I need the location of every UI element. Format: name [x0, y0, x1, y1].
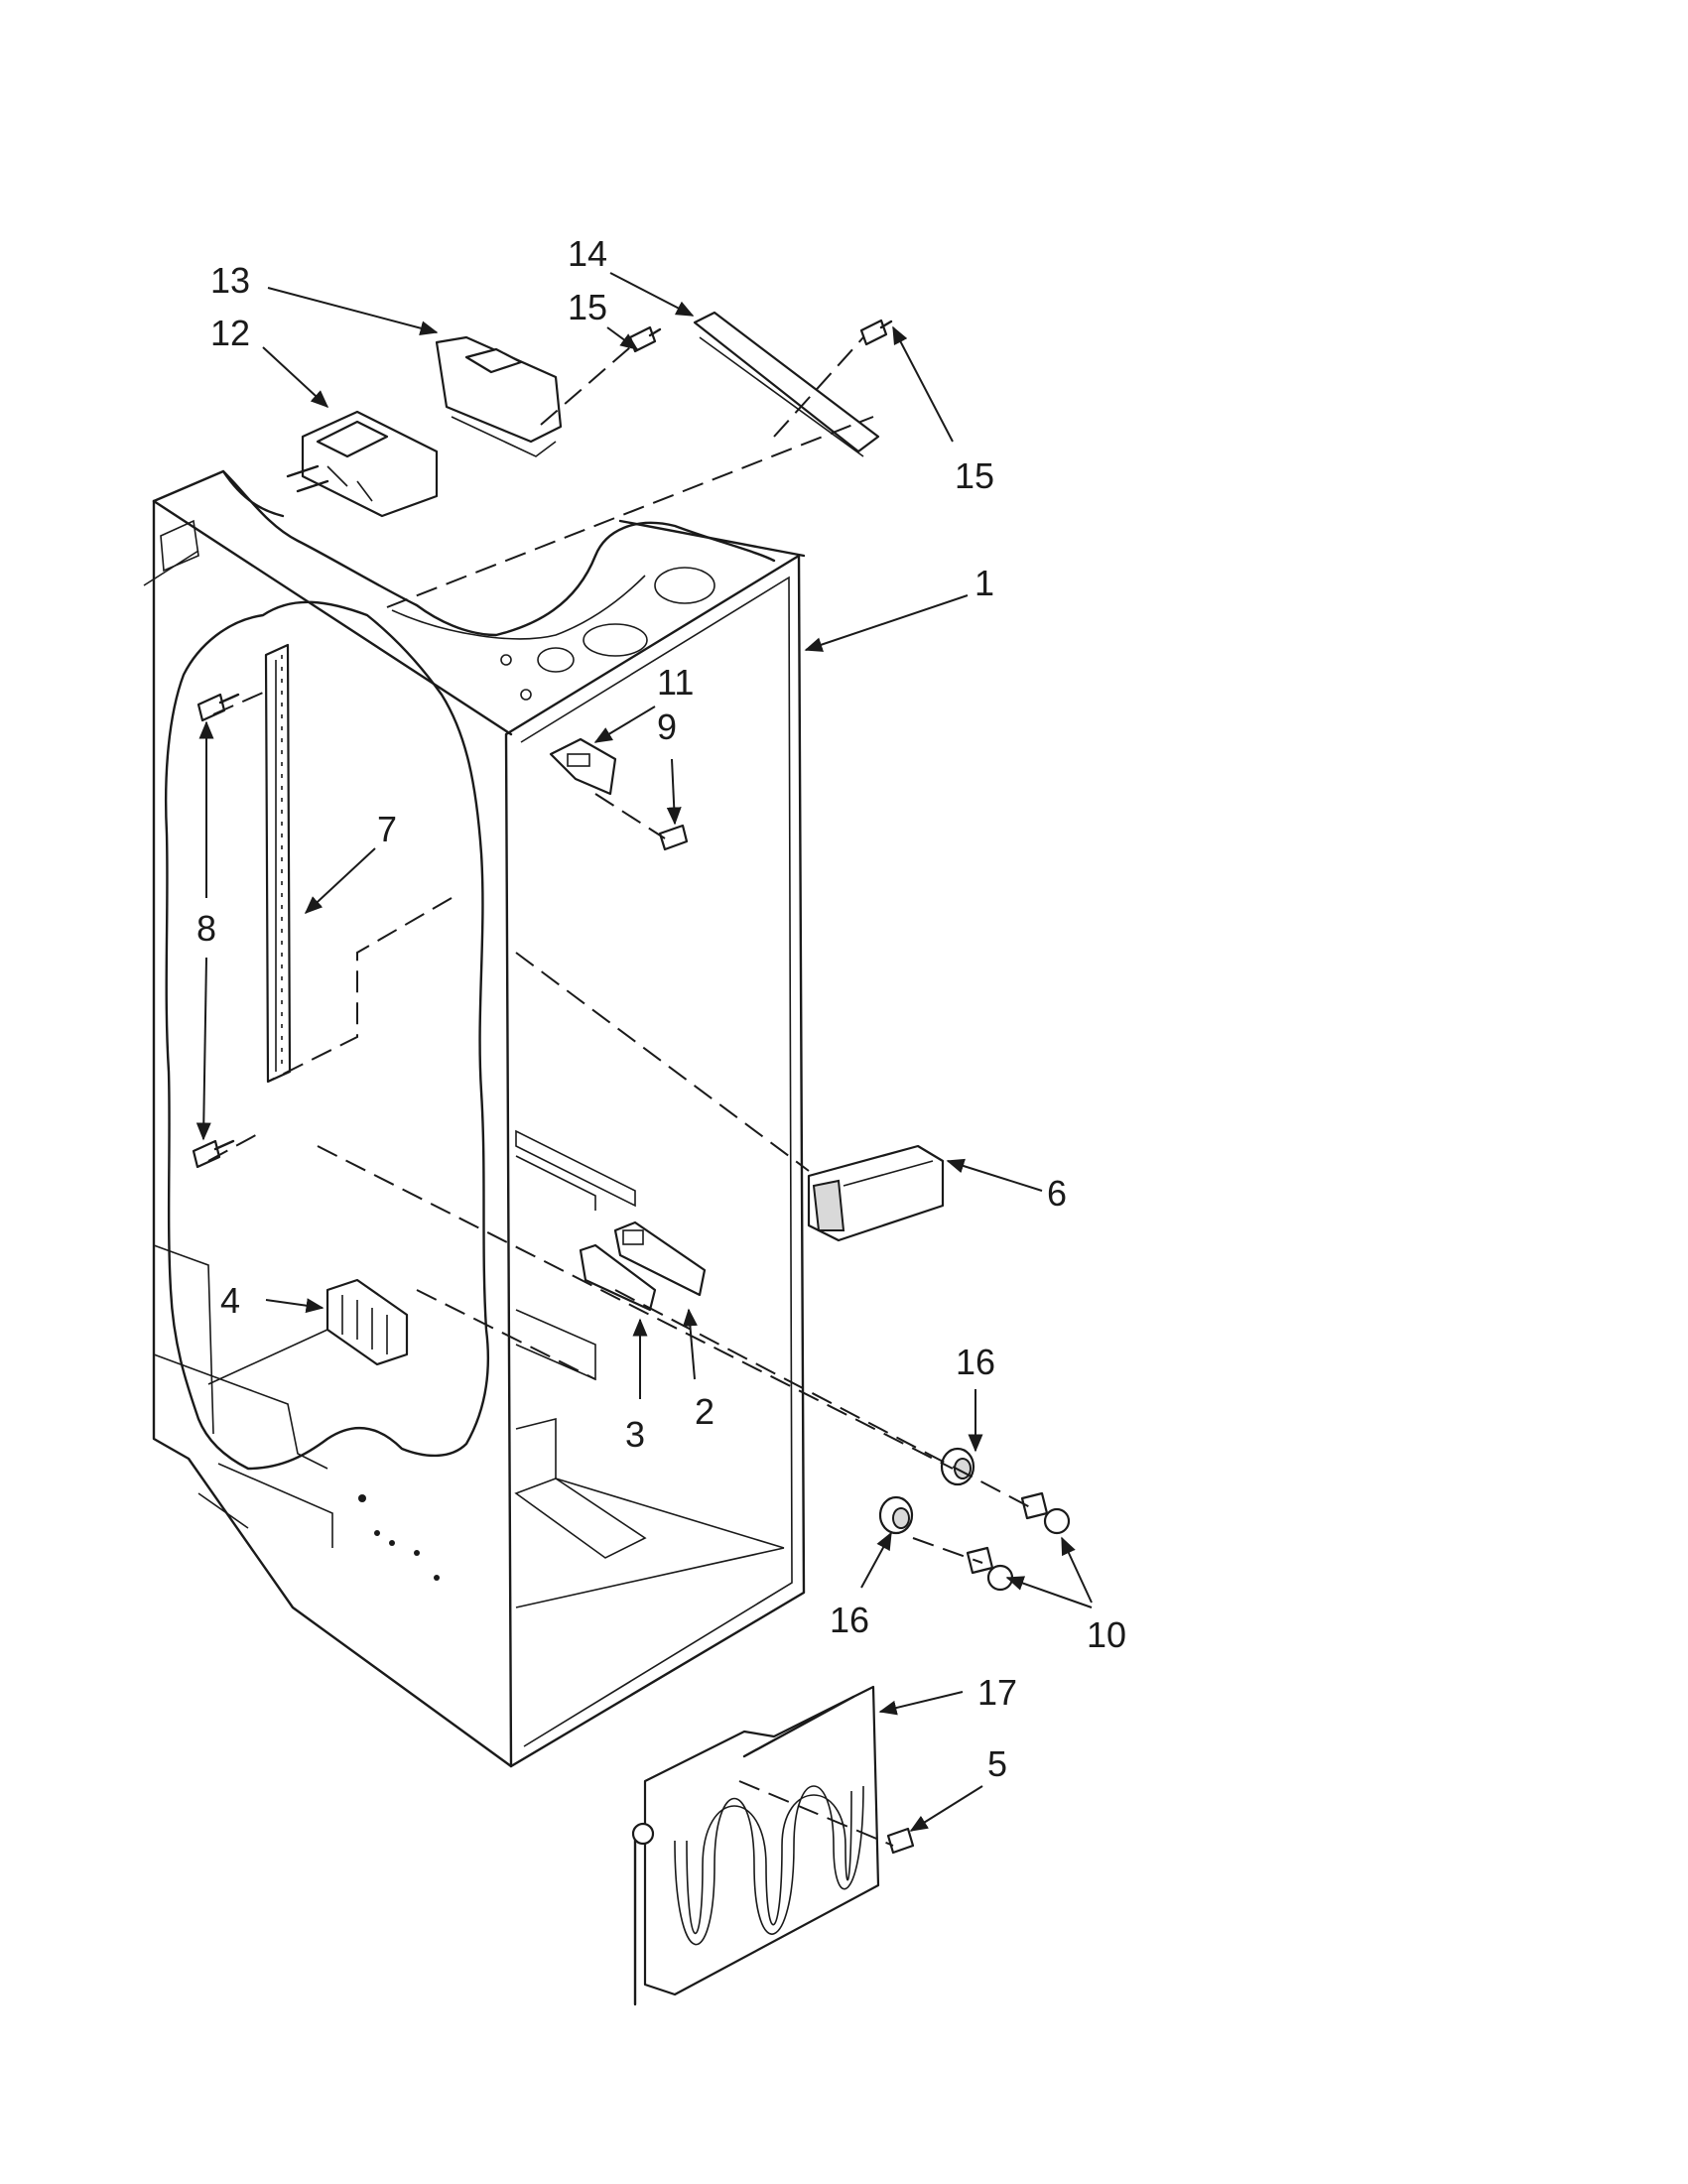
cap-16-upper [940, 1447, 975, 1486]
vertical-shelf-rail [264, 643, 292, 1084]
callout-2: 2 [695, 1391, 714, 1432]
leader-arrows [195, 272, 1093, 1832]
top-trim-rail [693, 311, 880, 457]
callout-1: 1 [974, 563, 994, 603]
callout-10: 10 [1087, 1614, 1126, 1655]
control-bracket [435, 335, 563, 457]
callout-9: 9 [657, 707, 677, 747]
callout-7: 7 [377, 809, 397, 849]
callouts: 13 12 14 15 15 1 11 9 7 8 6 4 3 2 16 16 … [196, 233, 1126, 1784]
callout-17: 17 [977, 1672, 1017, 1713]
door-handle-6 [807, 1144, 945, 1242]
screw-15-right [859, 319, 893, 346]
callout-4: 4 [220, 1280, 240, 1321]
vent-grille-4 [325, 1278, 409, 1366]
screw-10-upper [1020, 1491, 1071, 1535]
screw-5 [886, 1827, 915, 1855]
control-housing [286, 410, 439, 518]
screw-9 [658, 824, 689, 851]
callout-13: 13 [210, 260, 250, 301]
callout-16-upper: 16 [956, 1342, 995, 1382]
heater-coil-17 [631, 1685, 880, 2006]
assembly-lines [207, 336, 1033, 1847]
callout-11: 11 [657, 662, 694, 703]
bracket-3 [579, 1243, 657, 1312]
screw-8-top [196, 693, 240, 722]
screw-8-bottom [192, 1139, 235, 1169]
bracket-2 [613, 1220, 707, 1297]
callout-15-left: 15 [568, 287, 607, 327]
callout-14: 14 [568, 233, 607, 274]
callout-15-right: 15 [955, 455, 994, 496]
cap-16-lower [878, 1495, 914, 1535]
callout-3: 3 [625, 1414, 645, 1455]
callout-8: 8 [196, 908, 216, 949]
cabinet-liner [143, 469, 806, 1768]
bracket-11 [549, 737, 617, 796]
callout-5: 5 [987, 1743, 1007, 1784]
callout-16-lower: 16 [830, 1600, 869, 1640]
callout-12: 12 [210, 313, 250, 353]
callout-6: 6 [1047, 1173, 1067, 1214]
screw-10-lower [966, 1546, 1014, 1592]
